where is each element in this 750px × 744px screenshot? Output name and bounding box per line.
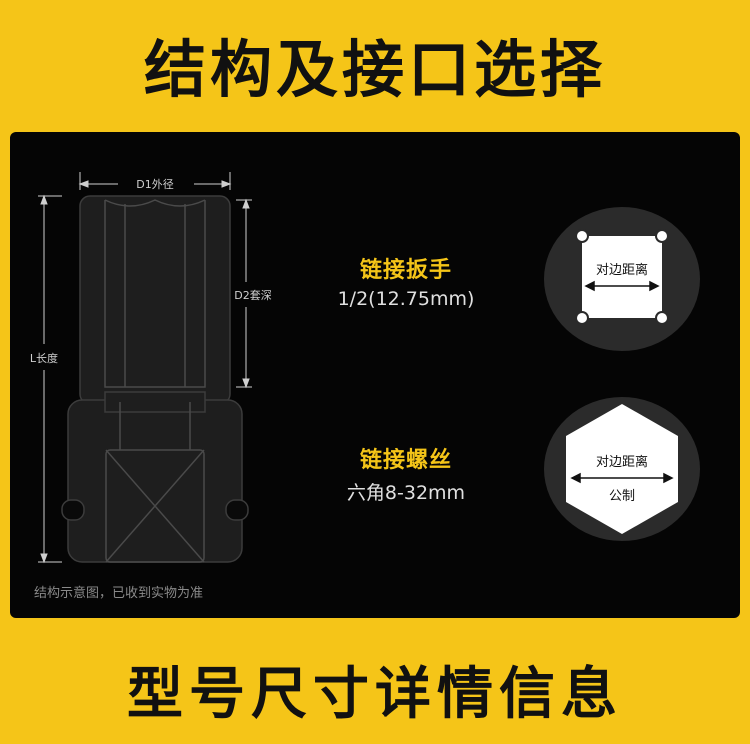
l-label: L长度 (30, 351, 58, 365)
socket-bore (104, 200, 206, 388)
badge1-label: 对边距离 (596, 262, 648, 278)
socket-body-lower (67, 399, 243, 563)
spec-screw-value: 六角8-32mm (346, 482, 466, 504)
footer-title: 型号尺寸详情信息 (127, 661, 623, 727)
header-title: 结构及接口选择 (143, 33, 606, 106)
header-banner: 结构及接口选择 (0, 0, 750, 132)
spec-wrench: 链接扳手 1/2(12.75mm) (306, 252, 506, 310)
socket-body-upper (79, 195, 231, 405)
footer-banner: 型号尺寸详情信息 (0, 634, 750, 744)
square-drive (105, 449, 205, 563)
info-panel: D1外径 D2套深 L长度 结构示意图，已收到实物为准 链接扳手 1/2(12.… (10, 132, 740, 618)
spec-wrench-value: 1/2(12.75mm) (337, 288, 475, 310)
d2-label: D2套深 (234, 289, 271, 302)
socket-diagram: D1外径 D2套深 L长度 (30, 172, 272, 564)
socket-neck (104, 391, 206, 413)
double-arrow-icon (584, 280, 660, 292)
pin-hole-left (61, 499, 85, 521)
separator (0, 618, 750, 634)
hex-drive-badge: 对边距离 公制 (544, 397, 700, 541)
d1-label: D1外径 (136, 178, 173, 191)
badge2-label: 对边距离 (596, 454, 648, 470)
spec-screw-heading: 链接螺丝 (359, 448, 452, 473)
square-drive-badge: 对边距离 (544, 207, 700, 351)
spec-wrench-heading: 链接扳手 (359, 258, 452, 283)
hexagon-icon (566, 404, 678, 534)
pin-hole-right (225, 499, 249, 521)
square-drive-icon (582, 236, 662, 318)
spec-screw: 链接螺丝 六角8-32mm (306, 442, 506, 505)
diagram-caption: 结构示意图，已收到实物为准 (34, 586, 204, 601)
badge2-sublabel: 公制 (609, 489, 635, 504)
socket-bore-top (104, 199, 206, 207)
double-arrow-icon (570, 472, 674, 484)
